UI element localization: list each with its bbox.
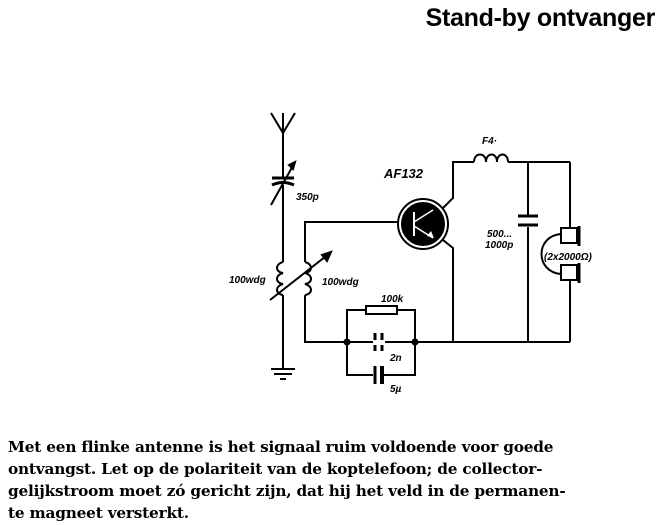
variable-capacitor-icon xyxy=(270,160,297,206)
capacitor-label-1: 500... xyxy=(487,229,512,240)
capacitor-2n-label: 2n xyxy=(389,353,402,364)
circuit-diagram: AF132 350p 100wdg 100wdg F4· 500... 1000… xyxy=(229,112,593,395)
ground-icon xyxy=(271,368,295,380)
collector-wire xyxy=(508,161,571,342)
headphones-label: (2x2000Ω) xyxy=(544,252,593,263)
transistor-icon xyxy=(397,161,474,342)
rc-network xyxy=(343,305,419,384)
choke-icon xyxy=(473,153,509,163)
capacitor-5u-label: 5µ xyxy=(390,384,402,395)
base-wire xyxy=(304,221,570,343)
variable-capacitor-label: 350p xyxy=(296,192,319,203)
page-title: Stand-by ontvanger xyxy=(425,4,656,32)
transistor-label: AF132 xyxy=(383,166,424,181)
body-line: gelijkstroom moet zó gericht zijn, dat h… xyxy=(8,482,566,500)
coil-right-label: 100wdg xyxy=(322,277,359,288)
body-line: Met een flinke antenne is het signaal ru… xyxy=(8,438,554,456)
body-line: te magneet versterkt. xyxy=(8,504,189,522)
resistor-label: 100k xyxy=(381,294,404,305)
capacitor-icon xyxy=(518,214,538,227)
capacitor-label-2: 1000p xyxy=(485,240,513,251)
coupled-coil-icon xyxy=(269,250,333,301)
choke-label: F4· xyxy=(482,136,497,147)
body-line: ontvangst. Let op de polariteit van de k… xyxy=(8,460,543,478)
coil-left-label: 100wdg xyxy=(229,275,266,286)
headphones-icon xyxy=(540,226,581,283)
antenna-icon xyxy=(270,112,296,135)
body-text: Met een flinke antenne is het signaal ru… xyxy=(8,436,668,524)
